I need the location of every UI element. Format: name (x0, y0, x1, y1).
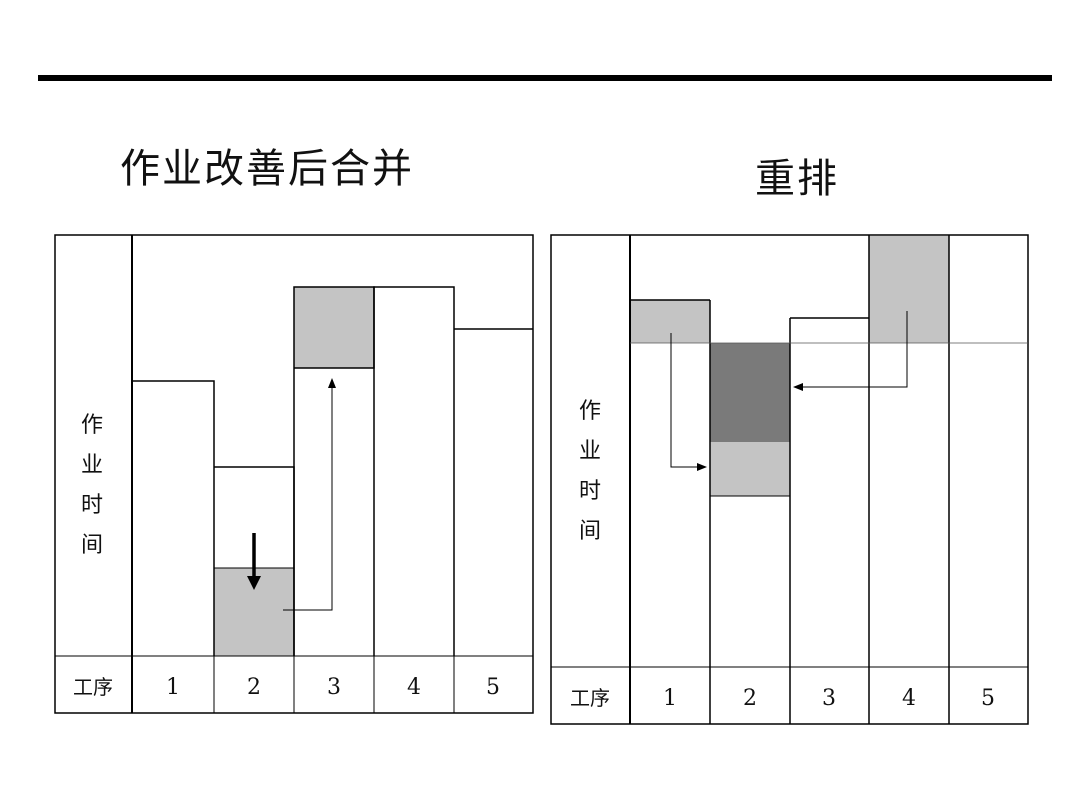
right-row-header: 工序 (570, 686, 610, 710)
left-y-label-char-2: 业 (81, 453, 103, 478)
left-p3-added-work-block (294, 287, 374, 368)
right-p2-dark-block (710, 343, 790, 442)
right-process-label-1: 1 (663, 686, 677, 711)
left-process-label-5: 5 (486, 675, 500, 700)
right-p2-light-block (710, 442, 790, 496)
left-y-label-char-3: 时 (81, 493, 103, 518)
right-p4-light-block (869, 236, 949, 343)
right-arrow-p1-to-p2-line (670, 333, 697, 468)
left-y-label-char-4: 间 (81, 533, 103, 558)
left-diagram: 作 业 时 间 工序 1 2 3 4 5 (54, 234, 534, 714)
left-p1-bar (132, 380, 215, 656)
right-y-label-char-2: 业 (579, 439, 601, 464)
right-diagram-title: 重排 (755, 156, 839, 202)
left-p4-bar (373, 286, 455, 656)
right-process-label-3: 3 (822, 686, 836, 711)
left-diagram-title: 作业改善后合并 (120, 146, 414, 192)
left-transfer-arrow-line (283, 388, 333, 611)
right-diagram: 作 业 时 间 工序 1 2 3 4 5 (550, 234, 1029, 725)
left-process-label-2: 2 (247, 675, 261, 700)
right-arrow-p4-to-p2-head (793, 383, 803, 391)
left-process-label-3: 3 (327, 675, 341, 700)
left-row-header: 工序 (73, 675, 113, 699)
right-p1-light-block (630, 300, 710, 343)
right-arrow-p4-to-p2-line (803, 311, 908, 388)
top-divider-rule (38, 75, 1052, 81)
right-y-label-char-3: 时 (579, 479, 601, 504)
right-arrow-p1-to-p2-head (697, 463, 707, 471)
right-process-label-2: 2 (743, 686, 757, 711)
left-y-label-char-1: 作 (81, 413, 103, 438)
right-process-label-4: 4 (902, 686, 916, 711)
left-process-label-1: 1 (166, 675, 180, 700)
right-y-label-char-1: 作 (579, 399, 601, 424)
left-process-label-4: 4 (407, 675, 421, 700)
right-y-label-char-4: 间 (579, 519, 601, 544)
left-transfer-arrow-head (328, 378, 336, 388)
left-improve-arrow-head (247, 576, 261, 590)
right-process-label-5: 5 (981, 686, 995, 711)
